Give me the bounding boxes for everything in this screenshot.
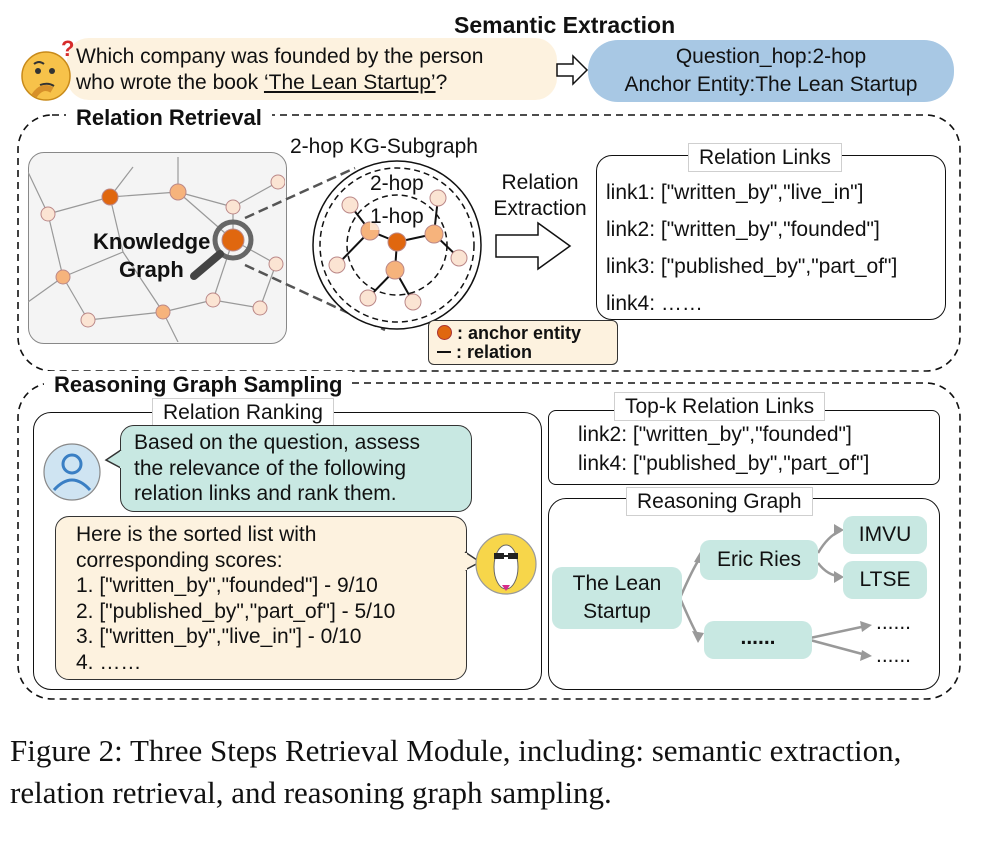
legend-anchor-row: : anchor entity (437, 323, 581, 343)
anchor-entity: Anchor Entity:The Lean Startup (624, 73, 918, 96)
relation-extraction-line-1: Relation (501, 171, 579, 194)
relation-links-list: link1: ["written_by","live_in"] link2: [… (606, 174, 897, 322)
topk-links-title: Top-k Relation Links (614, 392, 826, 421)
question-mark: ? (435, 71, 448, 94)
topk-link: link4: ["published_by","part_of"] (578, 452, 870, 475)
llm-reply-bubble (55, 516, 467, 680)
thinking-face-icon: ? (21, 40, 74, 101)
legend-box: : anchor entity : relation (428, 320, 618, 365)
question-book: ‘The Lean Startup’ (263, 71, 436, 94)
knowledge-graph-network (28, 157, 285, 342)
graph-leaf-ellipsis-2: ...... (876, 644, 912, 667)
llm-reply-line: Here is the sorted list with (76, 523, 317, 546)
graph-leaf-ellipsis-1: ...... (876, 611, 912, 634)
graph-node-eric-ries: Eric Ries (700, 540, 818, 580)
relation-links-box (596, 155, 946, 320)
knowledge-graph-label: Knowledge Graph (93, 228, 223, 284)
magnifier-icon (190, 219, 254, 280)
subgraph-diagram (312, 160, 482, 330)
graph-node-root: The Lean Startup (552, 567, 682, 629)
topk-link: link2: ["written_by","founded"] (578, 423, 852, 446)
llm-reply-text: Here is the sorted list with correspondi… (76, 522, 395, 676)
llm-reply-line: 1. ["written_by","founded"] - 9/10 (76, 574, 378, 598)
relation-extraction-label: Relation Extraction (490, 170, 590, 221)
question-bubble (67, 38, 557, 100)
topk-links-box (548, 410, 940, 485)
relation-line-icon (437, 351, 451, 353)
anchor-entity-dot-icon (437, 325, 452, 340)
llm-reply-line: 3. ["written_by","live_in"] - 0/10 (76, 625, 362, 649)
kg-label-line-1: Knowledge (93, 229, 211, 254)
question-line-2: who wrote the book ‘The Lean Startup’? (76, 70, 447, 96)
graph-root-line: The Lean (572, 572, 662, 595)
relation-link: link1: ["written_by","live_in"] (606, 181, 864, 204)
reasoning-graph-sampling-title: Reasoning Graph Sampling (44, 371, 353, 398)
extraction-arrow-icon (495, 221, 572, 271)
graph-node-ellipsis: ...... (704, 621, 812, 659)
user-bubble-tail (104, 449, 124, 469)
legend-relation-label: : relation (456, 342, 533, 362)
relation-retrieval-title: Relation Retrieval (66, 104, 272, 131)
arrow-right-icon (556, 54, 589, 86)
section-borders (17, 114, 961, 700)
llm-reply-line: 4. …… (76, 651, 142, 675)
hop2-label: 2-hop (370, 172, 424, 195)
llama-avatar-icon (475, 533, 537, 595)
kg-label-line-2: Graph (119, 257, 184, 282)
topk-links-list: link2: ["written_by","founded"] link4: [… (578, 420, 869, 478)
relation-links-title: Relation Links (688, 143, 842, 172)
graph-root-line: Startup (583, 600, 651, 623)
legend-anchor-label: : anchor entity (457, 323, 582, 343)
llm-reply-line: 2. ["published_by","part_of"] - 5/10 (76, 599, 396, 623)
extraction-result: Question_hop:2-hop Anchor Entity:The Lea… (588, 40, 954, 102)
relation-extraction-line-2: Extraction (493, 196, 587, 220)
user-prompt-line: Based on the question, assess (134, 431, 421, 454)
relation-link: link2: ["written_by","founded"] (606, 218, 880, 241)
subgraph-title: 2-hop KG-Subgraph (290, 135, 478, 158)
semantic-extraction-title: Semantic Extraction (454, 12, 676, 38)
user-prompt-line: relation links and rank them. (134, 482, 397, 506)
relation-link: link3: ["published_by","part_of"] (606, 255, 898, 278)
question-line-1: Which company was founded by the person (76, 45, 484, 68)
relation-ranking-title: Relation Ranking (152, 398, 334, 427)
question-hop: Question_hop:2-hop (675, 45, 867, 68)
legend-relation-row: : relation (437, 342, 532, 362)
question-text: who wrote the book (76, 71, 264, 94)
llm-reply-line: corresponding scores: (76, 548, 283, 572)
reasoning-graph-title: Reasoning Graph (626, 487, 813, 516)
user-prompt-line: the relevance of the following (134, 456, 407, 480)
user-avatar-icon (43, 443, 101, 501)
graph-leaf-imvu: IMVU (843, 516, 927, 554)
hop1-label: 1-hop (370, 204, 424, 230)
figure-caption: Figure 2: Three Steps Retrieval Module, … (10, 733, 902, 810)
user-prompt-text: Based on the question, assess the releva… (134, 430, 420, 507)
relation-link: link4: …… (606, 292, 703, 315)
graph-leaf-ltse: LTSE (843, 561, 927, 599)
svg-text:?: ? (61, 40, 74, 61)
